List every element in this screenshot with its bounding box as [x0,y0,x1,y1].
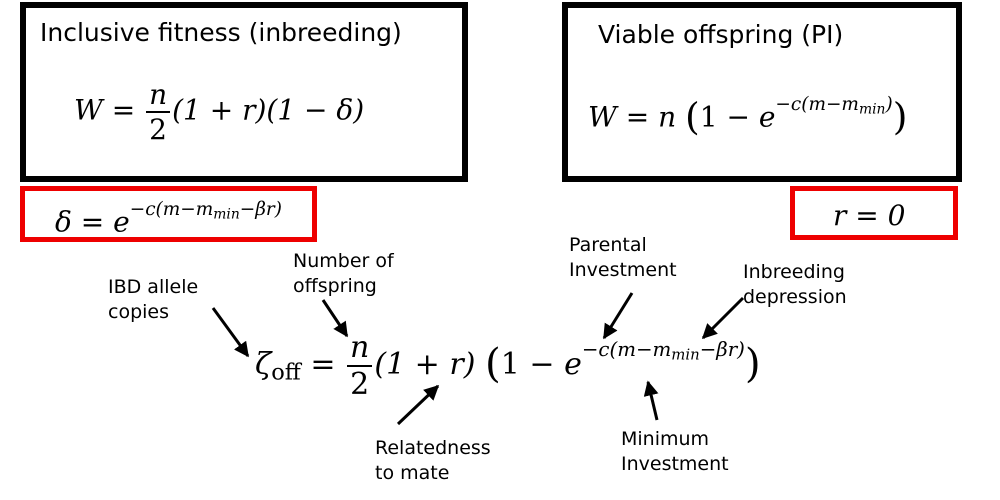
zeta-symbol: ζ [255,347,272,382]
eq-equals: = [80,205,105,239]
one-minus: 1 − [500,347,565,382]
label-number-of-offspring: Number of offspring [293,250,394,297]
inclusive-fitness-box: Inclusive fitness (inbreeding) W = n 2 (… [20,2,468,182]
close-paren: ) [892,94,908,139]
arrow-offspring [321,299,349,338]
frac-denominator: 2 [347,365,373,402]
exponent: −c(m−mmin) [775,94,893,118]
eq-equals: = [310,347,336,382]
arrow-ibd [211,307,250,358]
eq-lhs: W [74,93,103,127]
open-paren: ( [484,339,501,388]
label-relatedness-to-mate: Relatedness to mate [375,437,491,484]
frac-numerator: n [149,78,168,111]
main-equation: ζoff = n 2 (1 + r) (1 − e−c(m−mmin−βr)) [255,330,761,402]
arrow-relatedness [396,384,440,426]
inclusive-fitness-title: Inclusive fitness (inbreeding) [40,18,402,47]
viable-offspring-box: Viable offspring (PI) W = n (1 − e−c(m−m… [562,2,962,182]
exponent: −c(m−mmin−βr) [581,338,745,364]
viable-offspring-equation: W = n (1 − e−c(m−mmin)) [588,94,907,139]
eq-n: n [658,100,677,134]
eq-equals: = [111,93,136,127]
open-paren: ( [685,94,700,139]
delta-equation: δ = e−c(m−mmin−βr) [55,199,282,239]
arrow-inbreeding [701,296,745,340]
viable-offspring-title: Viable offspring (PI) [598,20,844,49]
delta-symbol: δ [55,205,72,239]
label-inbreeding-depression: Inbreeding depression [743,261,847,308]
frac-numerator: n [350,330,370,365]
exp-base: e [113,205,130,239]
label-ibd-allele-copies: IBD allele copies [108,276,199,323]
eq-equals: = [625,100,650,134]
exp-base: e [758,100,776,134]
eq-lhs: W [588,100,617,134]
arrow-parental [602,292,634,340]
delta-definition-box: δ = e−c(m−mmin−βr) [20,186,317,242]
label-minimum-investment: Minimum Investment [621,428,729,475]
r-zero-equation: r = 0 [833,199,906,232]
one-minus: 1 − [699,100,759,134]
exponent: −c(m−mmin−βr) [129,199,282,223]
eq-terms: (1 + r)(1 − δ) [172,93,365,127]
n-over-2-fraction: n 2 [146,78,171,146]
exp-base: e [564,347,582,382]
relatedness-term: (1 + r) [374,347,476,382]
close-paren: ) [744,339,761,388]
label-parental-investment: Parental Investment [569,234,677,281]
arrow-minimum [643,380,659,421]
r-zero-box: r = 0 [790,186,958,240]
inclusive-fitness-equation: W = n 2 (1 + r)(1 − δ) [74,78,364,146]
zeta-subscript: off [271,359,301,386]
frac-denominator: 2 [146,111,171,146]
n-over-2-fraction: n 2 [347,330,373,402]
